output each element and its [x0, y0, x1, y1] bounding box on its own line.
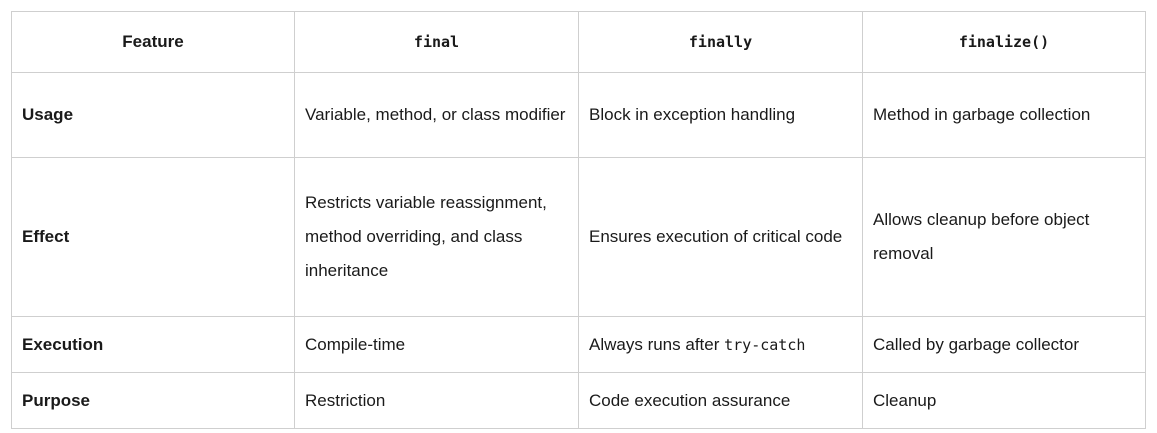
table-row: Purpose Restriction Code execution assur… — [11, 372, 1146, 429]
cell-execution-finalize: Called by garbage collector — [862, 316, 1146, 373]
cell-usage-finally: Block in exception handling — [578, 72, 863, 158]
table-header-row: Feature final finally finalize() — [11, 11, 1146, 73]
comparison-table-container: Feature final finally finalize() Usage V… — [11, 11, 1146, 429]
cell-execution-finally-text: Always runs after — [589, 334, 725, 354]
row-label-usage: Usage — [11, 72, 295, 158]
cell-effect-final: Restricts variable reassignment, method … — [294, 157, 579, 317]
table-row: Usage Variable, method, or class modifie… — [11, 72, 1146, 158]
row-label-execution: Execution — [11, 316, 295, 373]
cell-purpose-final: Restriction — [294, 372, 579, 429]
comparison-table: Feature final finally finalize() Usage V… — [11, 11, 1146, 429]
try-catch-code: try-catch — [724, 335, 806, 354]
table-row: Execution Compile-time Always runs after… — [11, 316, 1146, 373]
header-finally: finally — [578, 11, 863, 73]
row-label-effect: Effect — [11, 157, 295, 317]
cell-usage-final: Variable, method, or class modifier — [294, 72, 579, 158]
header-finalize: finalize() — [862, 11, 1146, 73]
header-finalize-code: finalize() — [958, 33, 1050, 51]
cell-effect-finalize: Allows cleanup before object removal — [862, 157, 1146, 317]
cell-usage-finalize: Method in garbage collection — [862, 72, 1146, 158]
cell-purpose-finalize: Cleanup — [862, 372, 1146, 429]
cell-execution-final: Compile-time — [294, 316, 579, 373]
header-finally-code: finally — [688, 33, 753, 51]
header-final-code: final — [413, 33, 460, 51]
cell-execution-finally: Always runs after try-catch — [578, 316, 863, 373]
cell-effect-finally: Ensures execution of critical code — [578, 157, 863, 317]
header-feature: Feature — [11, 11, 295, 73]
header-final: final — [294, 11, 579, 73]
table-row: Effect Restricts variable reassignment, … — [11, 157, 1146, 317]
cell-purpose-finally: Code execution assurance — [578, 372, 863, 429]
row-label-purpose: Purpose — [11, 372, 295, 429]
